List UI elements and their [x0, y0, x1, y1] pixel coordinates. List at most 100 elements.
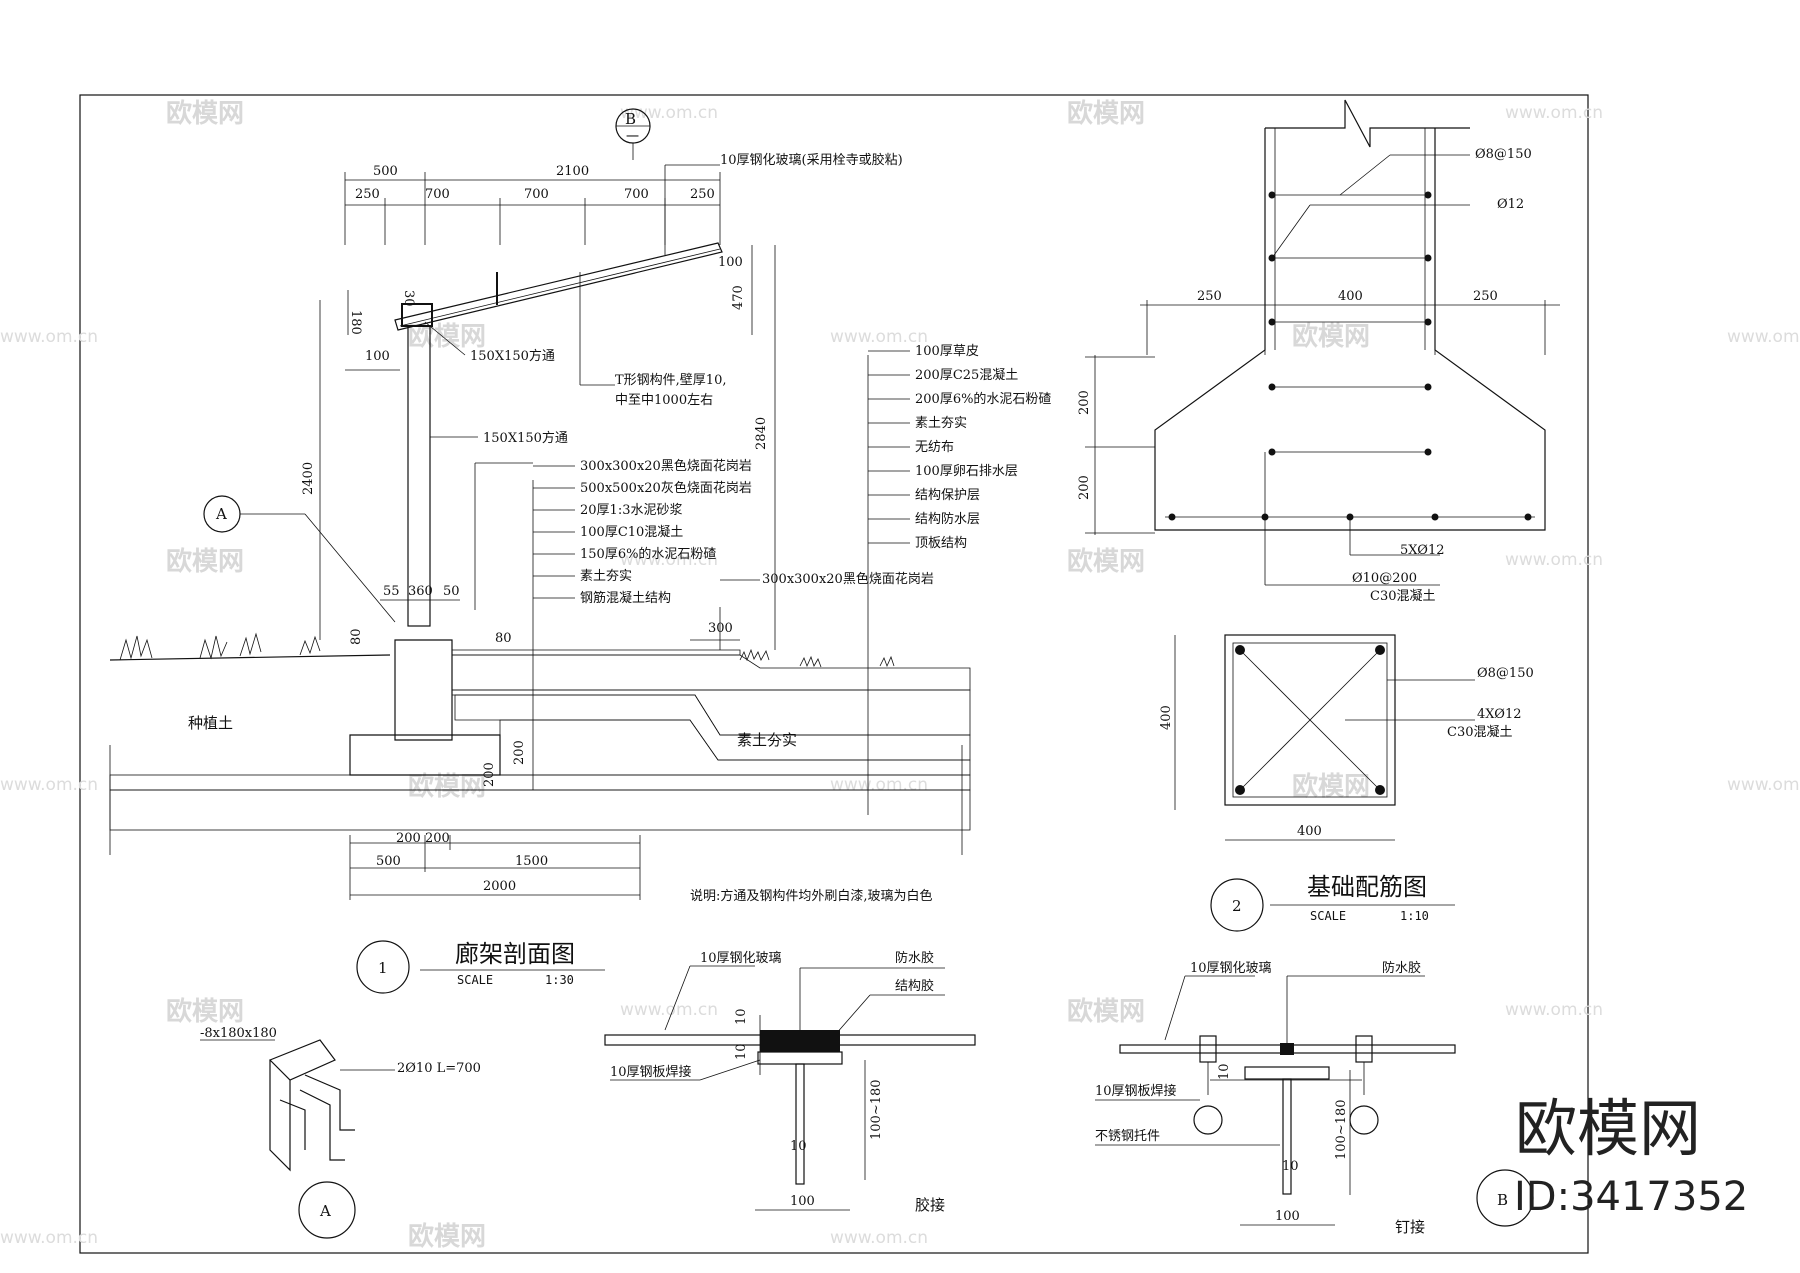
- section-1-title: 廊架剖面图: [455, 940, 575, 968]
- section-1-pergola: 500 2100 250 700 700 700 250 B 一 10厚钢化玻璃…: [109, 108, 1051, 994]
- section-2-number-circle: [1210, 878, 1264, 932]
- watermark-brand: 欧模网: [1067, 996, 1145, 1027]
- watermark-url: www.om.cn: [1727, 327, 1800, 347]
- t-member-label: T形钢构件,壁厚10,: [615, 373, 726, 388]
- section-2-scale-value: 1:10: [1400, 909, 1429, 923]
- dim-text: 300: [708, 621, 733, 636]
- dim-text: 80: [349, 628, 364, 645]
- detail-a-bars: 2Ø10 L=700: [397, 1061, 481, 1076]
- section-1-number: 1: [378, 959, 388, 977]
- dim-text: 10: [1217, 1063, 1232, 1080]
- section-1-scale-label: SCALE: [457, 973, 493, 987]
- rebar-stirrups: [1165, 191, 1535, 521]
- dim-text: 400: [1338, 289, 1363, 304]
- detail-b-circle: [1476, 1169, 1534, 1227]
- bolt-fitting-left: [1193, 1105, 1223, 1135]
- dim-text: 400: [1297, 824, 1322, 839]
- dim-text: 10: [1282, 1159, 1299, 1174]
- dim-text: 250: [1473, 289, 1498, 304]
- detail-glue: 10厚钢化玻璃 防水胶 结构胶 10厚钢板焊接 10 10 100~180 10…: [604, 950, 976, 1214]
- section-2-title: 基础配筋图: [1307, 873, 1427, 901]
- footing-neck: [394, 639, 453, 741]
- layer-list-left: 300x300x20黑色烧面花岗岩 500x500x20灰色烧面花岗岩 20厚1…: [474, 458, 752, 610]
- slab-layer: [109, 789, 971, 831]
- rebar-label-d: Ø10@200: [1352, 571, 1417, 586]
- glass-roof: [394, 242, 723, 331]
- glass-label: 10厚钢化玻璃(采用栓寺或胶粘): [720, 152, 903, 168]
- watermark-layer: 欧模网 欧模网 www.om.cn www.om.cn www.om.cn ww…: [0, 98, 1800, 1252]
- footing-base: [349, 734, 501, 776]
- watermark-url: www.om.cn: [1505, 103, 1603, 123]
- dim-text: 50: [443, 584, 460, 599]
- glue-glass-label: 10厚钢化玻璃: [700, 951, 782, 966]
- bolt-plate-label: 10厚钢板焊接: [1095, 1083, 1177, 1099]
- dim-text: 10: [734, 1008, 749, 1025]
- layer-right-3: 素土夯实: [915, 416, 967, 431]
- watermark-url: www.om.cn: [1505, 1000, 1603, 1020]
- section-1-number-circle: [356, 940, 410, 994]
- layer-right-2: 200厚6%的水泥石粉碴: [915, 391, 1051, 407]
- callout-a-letter: A: [215, 505, 227, 523]
- tube-post-label: 150X150方通: [483, 430, 568, 446]
- break-line: [1265, 99, 1470, 148]
- detail-a-letter: A: [319, 1202, 331, 1220]
- dim-text: 200: [1077, 390, 1092, 415]
- detail-a-plate: -8x180x180: [200, 1026, 277, 1041]
- detail-a-circle: [298, 1181, 356, 1239]
- layer-list-right: 100厚草皮 200厚C25混凝土 200厚6%的水泥石粉碴 素土夯实 无纺布 …: [868, 344, 1051, 551]
- layer-left-1: 500x500x20灰色烧面花岗岩: [580, 480, 752, 496]
- plan-concrete: C30混凝土: [1447, 724, 1513, 740]
- watermark-brand: 欧模网: [1067, 98, 1145, 129]
- watermark-url: www.om.cn: [620, 103, 718, 123]
- section-2-scale-label: SCALE: [1310, 909, 1346, 923]
- dim-text: 360: [408, 584, 433, 599]
- watermark-url: www.om.cn: [0, 1228, 98, 1248]
- detail-bolt: 10厚钢化玻璃 防水胶 10厚钢板焊接 不锈钢托件 10 100~180 10 …: [1095, 960, 1534, 1236]
- dim-text: 10: [734, 1043, 749, 1060]
- dim-text: 200: [482, 762, 497, 787]
- dim-text: 10: [790, 1139, 807, 1154]
- soil-label: 种植土: [188, 714, 233, 732]
- bolt-fitting-label: 不锈钢托件: [1095, 1129, 1160, 1144]
- dim-text: 2000: [483, 879, 516, 894]
- layer-right-8: 顶板结构: [915, 536, 967, 551]
- post-tube: [407, 325, 431, 627]
- layer-left-6: 钢筋混凝土结构: [580, 590, 671, 606]
- gravel-layer: [451, 689, 971, 736]
- section-2-number: 2: [1232, 897, 1242, 915]
- glue-caption: 胶接: [915, 1196, 945, 1214]
- dim-text: 100: [718, 255, 743, 270]
- dim-text: 500: [373, 164, 398, 179]
- rebar-label-a: Ø8@150: [1475, 147, 1532, 162]
- dim-text: 250: [690, 187, 715, 202]
- dim-text: 2840: [754, 417, 769, 450]
- watermark-url: www.om.cn: [620, 550, 718, 570]
- detail-a: -8x180x180 2Ø10 L=700 A: [200, 1026, 481, 1239]
- watermark-url: www.om.cn: [830, 327, 928, 347]
- tube-top-label: 150X150方通: [470, 348, 555, 364]
- dim-text: 2100: [556, 164, 589, 179]
- dim-text: 55: [383, 584, 400, 599]
- watermark-url: www.om.cn: [0, 775, 98, 795]
- plan-rebar-a: Ø8@150: [1477, 666, 1534, 681]
- section-1-scale-value: 1:30: [545, 973, 574, 987]
- dim-text: 700: [524, 187, 549, 202]
- glue-block: [760, 1030, 840, 1052]
- watermark-brand: 欧模网: [1067, 546, 1145, 577]
- detail-b-letter: B: [1497, 1191, 1508, 1209]
- dim-text: 80: [495, 631, 512, 646]
- section-1-note: 说明:方通及钢构件均外刷白漆,玻璃为白色: [690, 888, 933, 904]
- dim-text: 200: [425, 831, 450, 846]
- dim-text: 470: [731, 285, 746, 310]
- bolt-sealant-label: 防水胶: [1382, 960, 1421, 976]
- rebar-label-b: Ø12: [1497, 197, 1524, 212]
- layer-left-3: 100厚C10混凝土: [580, 524, 683, 540]
- dim-text: 200: [396, 831, 421, 846]
- dim-text: 250: [355, 187, 380, 202]
- watermark-url: www.om.cn: [830, 775, 928, 795]
- callout-b-letter: B: [625, 110, 636, 128]
- brand-id: ID:3417352: [1514, 1174, 1748, 1220]
- anchor-plate: [268, 1039, 336, 1081]
- rebar-label-c: 5XØ12: [1400, 543, 1445, 558]
- dim-text: 200: [1077, 475, 1092, 500]
